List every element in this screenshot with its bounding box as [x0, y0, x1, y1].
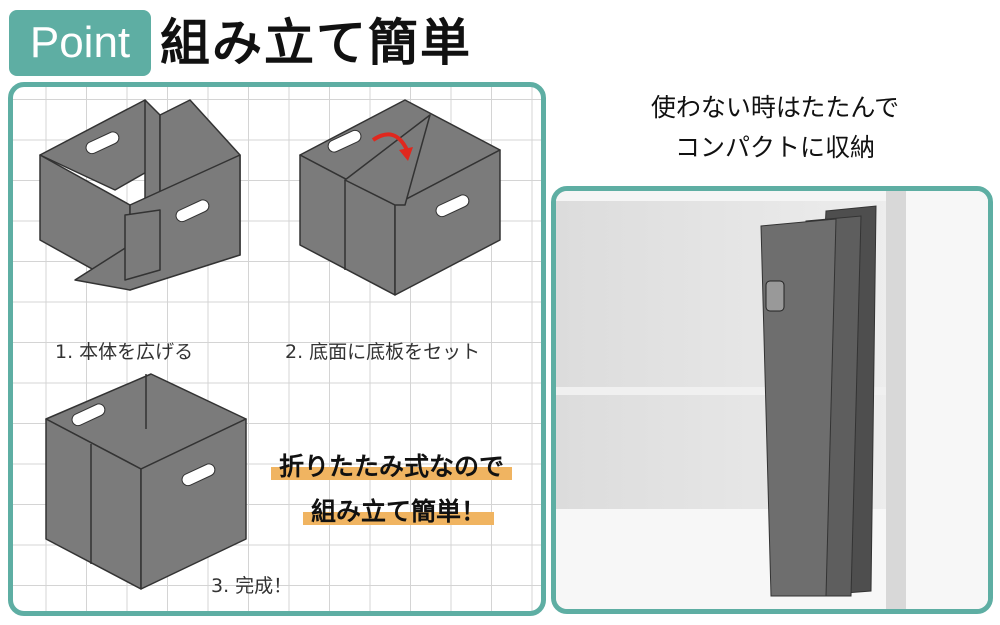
arrow-icon	[371, 132, 409, 151]
box-complete-illustration	[45, 373, 247, 590]
caption-line-1: 使わない時はたたんで	[650, 93, 900, 122]
box-unfolded-illustration	[39, 99, 241, 291]
step-1-label: 1. 本体を広げる	[55, 341, 194, 363]
highlight-line-2: 組み立て簡単！	[303, 492, 495, 528]
step-3-label: 3. 完成！	[211, 575, 293, 597]
assembly-panel: 1. 本体を広げる 2. 底面に底板をセット 折りたたみ式なので 組み立て簡単！…	[8, 82, 546, 616]
folded-boxes-photo	[556, 191, 988, 609]
box-with-board-illustration	[299, 99, 501, 296]
caption-line-2: コンパクトに収納	[674, 133, 875, 162]
page-title: 組み立て簡単	[160, 14, 472, 72]
point-badge: Point	[9, 10, 151, 76]
highlight-line-1: 折りたたみ式なので	[271, 447, 513, 483]
step-2-label: 2. 底面に底板をセット	[285, 341, 481, 363]
storage-photo	[551, 186, 993, 614]
storage-caption: 使わない時はたたんで コンパクトに収納	[555, 88, 995, 168]
